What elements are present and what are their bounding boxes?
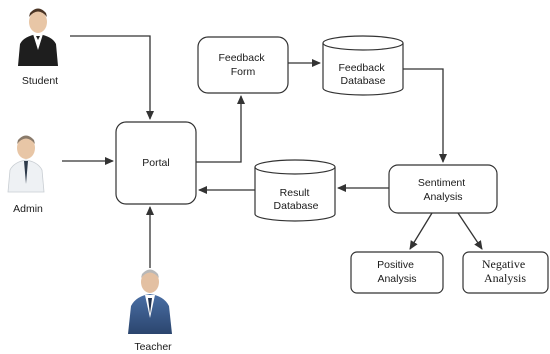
feedback-form-line-1: Feedback — [218, 52, 265, 64]
result-database-line-2: Database — [274, 200, 319, 212]
sentiment-analysis-box — [388, 164, 498, 214]
feedback-form-label: Feedback Form — [218, 52, 267, 78]
admin-icon — [7, 135, 45, 193]
negative-analysis-box — [462, 251, 549, 294]
portal-label: Portal — [142, 157, 169, 169]
positive-analysis-line-2: Analysis — [377, 273, 416, 285]
sentiment-analysis-label: Sentiment Analysis — [418, 177, 468, 203]
result-database-line-1: Result — [280, 187, 310, 199]
student-icon — [18, 8, 58, 66]
sentiment-analysis-line-1: Sentiment — [418, 177, 465, 189]
teacher-label: Teacher — [134, 341, 172, 353]
arrow-sentiment-to-positive — [409, 212, 433, 250]
arrow-sentiment-to-negative — [457, 212, 483, 250]
negative-analysis-line-2: Analysis — [484, 271, 526, 285]
feedback-form-line-2: Form — [231, 66, 256, 78]
feedback-database-line-1: Feedback — [338, 62, 385, 74]
arrow-portal-to-feedback-form — [196, 95, 245, 163]
portal-box — [115, 121, 197, 205]
positive-analysis-label: Positive Analysis — [377, 259, 417, 285]
result-database-label: Result Database — [274, 187, 319, 212]
student-label: Student — [22, 75, 58, 87]
sentiment-analysis-line-2: Analysis — [423, 191, 462, 203]
feedback-database-line-2: Database — [341, 75, 386, 87]
feedback-database-cylinder — [322, 35, 404, 96]
arrow-student-to-portal — [70, 35, 154, 120]
positive-analysis-line-1: Positive — [377, 259, 414, 271]
admin-label: Admin — [13, 203, 43, 215]
arrow-feedback-database-to-sentiment-analysis — [403, 68, 447, 163]
negative-analysis-line-1: Negative — [482, 257, 525, 271]
result-database-cylinder — [254, 159, 336, 222]
negative-analysis-label: Negative Analysis — [482, 257, 528, 285]
positive-analysis-box — [350, 251, 444, 294]
feedback-database-label: Feedback Database — [338, 62, 387, 87]
feedback-form-box — [197, 36, 289, 94]
teacher-icon — [128, 269, 172, 334]
